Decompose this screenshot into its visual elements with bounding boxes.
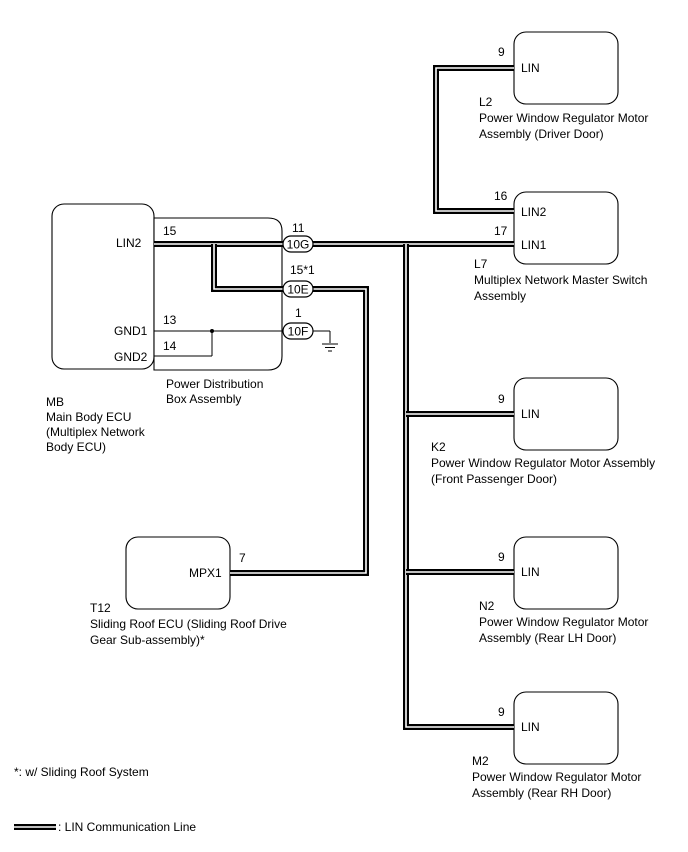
l7-pin-lin2-name: LIN2 [521,205,547,219]
component-boxes [51,31,619,765]
l7-pin-lin2-num: 16 [494,189,508,203]
svg-text:10G: 10G [287,238,310,252]
k2-name-line-1: Power Window Regulator Motor Assembly [431,456,655,470]
n2-pin-num: 9 [498,550,505,564]
k2-code: K2 [431,440,446,454]
ground-icon [322,343,338,352]
mb-name-line-1: Main Body ECU [46,410,131,424]
n2-name-line-1: Power Window Regulator Motor [479,615,648,629]
m2-pin-name: LIN [521,720,540,734]
lin-lines [154,65,514,730]
pin-10f-number: 1 [295,306,302,320]
mb-name-line-3: Body ECU) [46,440,106,454]
l7-labels: 16 LIN2 17 LIN1 L7 Multiplex Network Mas… [474,189,647,303]
m2-labels: 9 LIN M2 Power Window Regulator Motor As… [472,705,641,800]
n2-name-line-2: Assembly (Rear LH Door) [479,631,616,645]
connector-10e[interactable]: 10E [282,280,314,298]
pin-10g-number: 11 [292,221,305,235]
m2-name-line-2: Assembly (Rear RH Door) [472,786,611,800]
m2-pin-num: 9 [498,705,505,719]
l7-code: L7 [474,257,488,271]
l2-pin-num: 9 [498,45,505,59]
mb-pin-gnd2-num: 14 [163,339,177,353]
l2-name-line-1: Power Window Regulator Motor [479,111,648,125]
mb-code: MB [46,395,64,409]
l7-pin-lin1-name: LIN1 [521,238,547,252]
mb-pin-gnd1-num: 13 [163,313,177,327]
pdb-connectors: 10G 10E 10F 11 15*1 1 [282,221,315,340]
footnote: *: w/ Sliding Roof System [14,765,149,779]
connector-10g[interactable]: 10G [282,235,314,253]
l7-box[interactable] [513,191,619,265]
svg-text:10E: 10E [287,283,308,297]
t12-pin-num: 7 [239,551,246,565]
pdb-labels: Power Distribution Box Assembly [166,377,263,406]
ground-wiring [154,329,338,357]
mb-box[interactable] [51,203,155,370]
k2-name-line-2: (Front Passenger Door) [431,472,557,486]
l7-name-line-1: Multiplex Network Master Switch [474,273,647,287]
n2-code: N2 [479,599,495,613]
pdb-box[interactable] [153,217,283,371]
t12-code: T12 [90,601,111,615]
mb-pin-lin2-num: 15 [163,224,177,238]
pdb-name-line-2: Box Assembly [166,392,241,406]
legend-label: : LIN Communication Line [58,820,196,834]
pdb-name-line-1: Power Distribution [166,377,263,391]
t12-name-line-2: Gear Sub-assembly)* [90,633,205,647]
t12-labels: 7 MPX1 T12 Sliding Roof ECU (Sliding Roo… [90,551,287,647]
l2-name-line-2: Assembly (Driver Door) [479,127,604,141]
t12-name-line-1: Sliding Roof ECU (Sliding Roof Drive [90,617,287,631]
svg-text:10F: 10F [288,325,309,339]
pin-10e-number: 15*1 [290,263,315,277]
l7-pin-lin1-num: 17 [494,224,508,238]
k2-pin-name: LIN [521,407,540,421]
l2-code: L2 [479,95,493,109]
t12-pin-name: MPX1 [189,566,222,580]
k2-pin-num: 9 [498,392,505,406]
n2-pin-name: LIN [521,565,540,579]
m2-code: M2 [472,754,489,768]
legend: : LIN Communication Line [14,820,196,834]
l2-pin-name: LIN [521,61,540,75]
l7-name-line-2: Assembly [474,289,526,303]
mb-pin-gnd2-name: GND2 [114,350,148,364]
m2-name-line-1: Power Window Regulator Motor [472,770,641,784]
connector-10f[interactable]: 10F [282,322,314,340]
mb-pin-gnd1-name: GND1 [114,324,148,338]
mb-name-line-2: (Multiplex Network [46,425,146,439]
mb-labels: LIN2 15 GND1 13 GND2 14 MB Main Body ECU… [46,224,177,454]
k2-labels: 9 LIN K2 Power Window Regulator Motor As… [431,392,655,486]
mb-pin-lin2-name: LIN2 [116,236,142,250]
l2-labels: 9 LIN L2 Power Window Regulator Motor As… [479,45,648,141]
n2-labels: 9 LIN N2 Power Window Regulator Motor As… [479,550,648,645]
